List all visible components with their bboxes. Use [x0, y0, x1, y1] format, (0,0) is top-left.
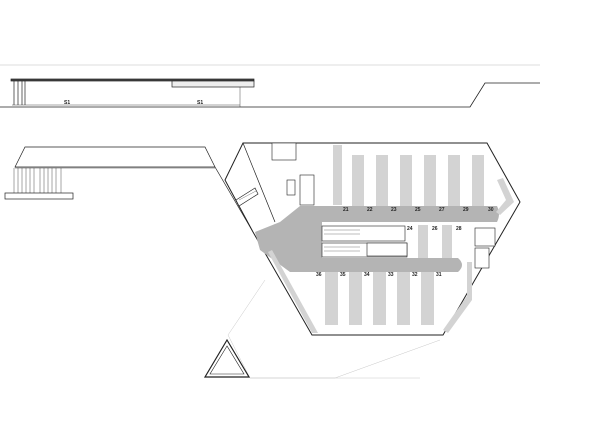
construction-lines [227, 279, 441, 379]
stall-labels-top: 21 22 23 25 27 29 30 [343, 207, 494, 213]
side-elevation [4, 146, 254, 233]
stair-treads [324, 229, 360, 252]
elevation-section: S1 S1 [0, 64, 540, 108]
stall-label: 29 [463, 207, 469, 213]
stall-label: 24 [407, 226, 413, 232]
stall-label: 25 [415, 207, 421, 213]
stall-label: 22 [367, 207, 373, 213]
stall-labels-middle: 24 26 28 [407, 226, 462, 232]
stall-label: 21 [343, 207, 349, 213]
stall-label: 36 [316, 272, 322, 278]
stall-label: 32 [412, 272, 418, 278]
stall-label: 33 [388, 272, 394, 278]
parking-floor-plan: 21 22 23 25 27 29 30 24 26 28 36 35 34 3… [224, 142, 521, 336]
stall-label: 26 [432, 226, 438, 232]
stalls-bottom [268, 250, 472, 333]
stall-label: 31 [436, 272, 442, 278]
stall-label: 23 [391, 207, 397, 213]
elevation-label: S1 [197, 100, 203, 106]
stall-label: 28 [456, 226, 462, 232]
entrance-wing [235, 142, 276, 223]
stalls-top [333, 145, 514, 258]
stall-labels-bottom: 36 35 34 33 32 31 [316, 272, 442, 278]
stair-core [271, 142, 496, 269]
triangle-kiosk [203, 338, 251, 378]
stall-label: 34 [364, 272, 370, 278]
stall-label: 27 [439, 207, 445, 213]
stall-label: 30 [488, 207, 494, 213]
elevation-label: S1 [64, 100, 70, 106]
stall-label: 35 [340, 272, 346, 278]
drive-aisle [255, 206, 499, 272]
